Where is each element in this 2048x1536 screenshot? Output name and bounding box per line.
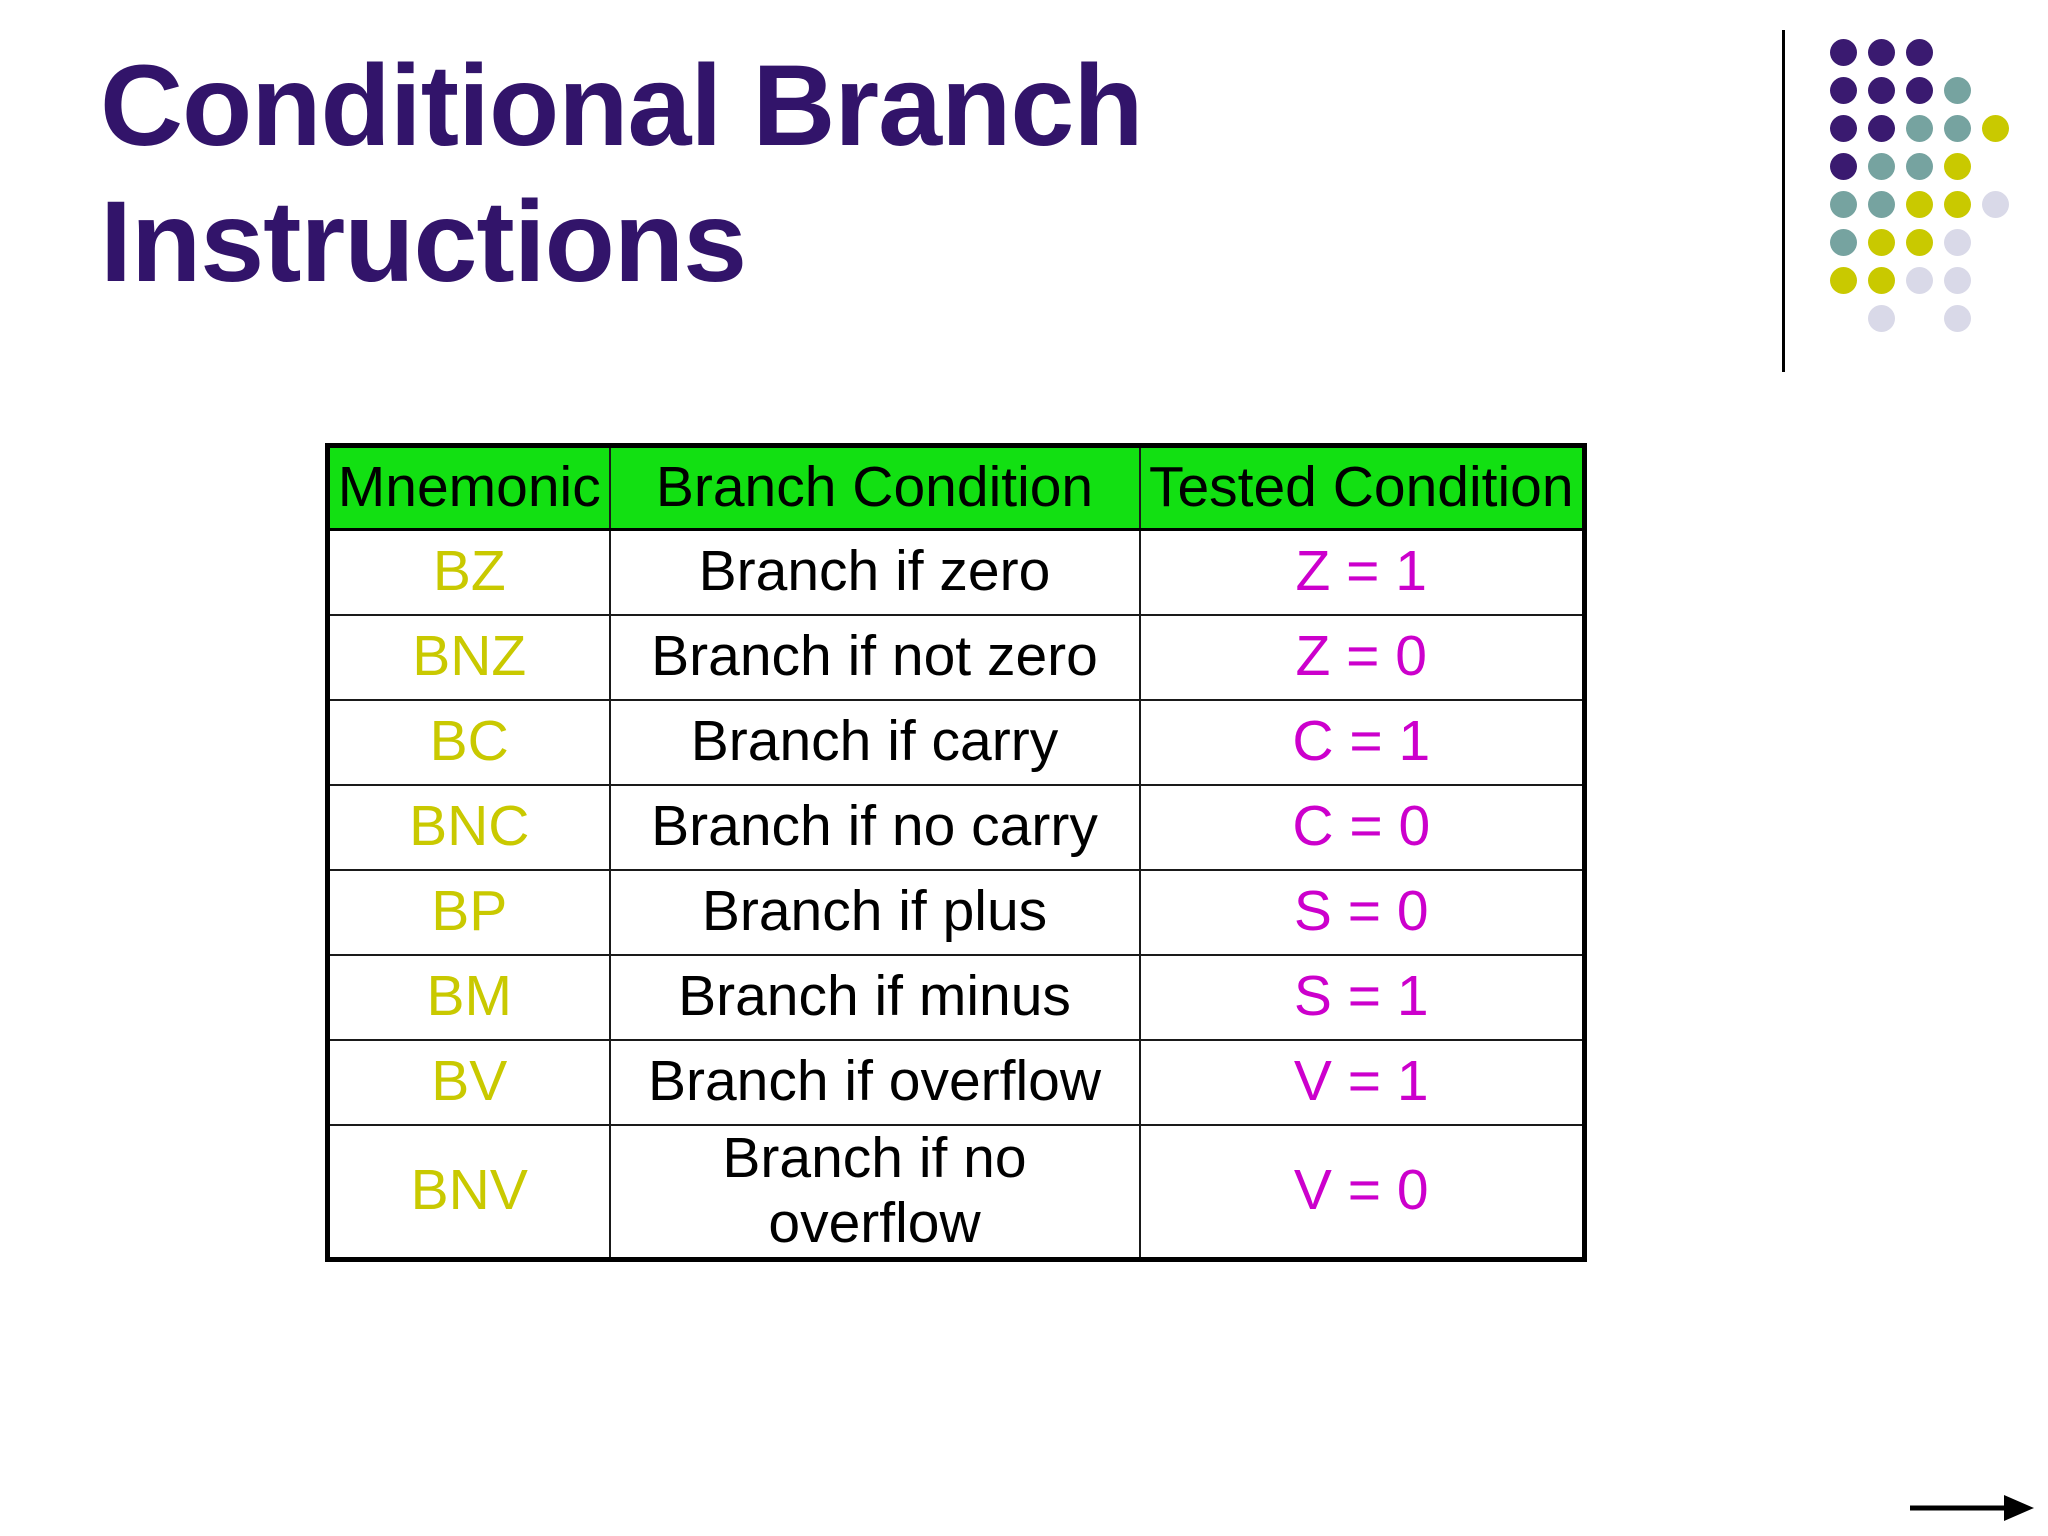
dot [1905,38,1933,66]
tested-cell: C = 1 [1138,698,1586,786]
dot [1981,114,2009,142]
page-title: Conditional Branch Instructions [100,42,1144,306]
dot [1867,228,1895,256]
mnemonic-cell: BC [326,698,611,786]
dot [1867,304,1895,332]
dot [1982,229,2009,256]
table-row: BZ Branch if zero Z = 1 [326,528,1586,616]
dot [1943,76,1971,104]
tested-cell: Z = 1 [1138,528,1586,616]
vertical-rule [1782,30,1785,372]
dot [1867,114,1895,142]
dot [1943,190,1971,218]
dot [1943,228,1971,256]
dot [1867,76,1895,104]
next-arrow-icon[interactable] [1910,1492,2034,1524]
mnemonic-cell: BNZ [326,613,611,701]
table-row: BNZ Branch if not zero Z = 0 [326,613,1586,701]
dot [1905,190,1933,218]
dot [1829,76,1857,104]
dot [1829,152,1857,180]
dot [1829,114,1857,142]
column-header-tested-condition: Tested Condition [1138,444,1586,531]
dot [1905,152,1933,180]
dot [1982,305,2009,332]
table-row: BC Branch if carry C = 1 [326,698,1586,786]
dot [1829,38,1857,66]
dot [1905,114,1933,142]
dot [1943,266,1971,294]
dot [1943,152,1971,180]
dots-decoration [1824,33,2014,337]
dot [1905,266,1933,294]
dot [1829,228,1857,256]
dot [1829,266,1857,294]
tested-cell: S = 0 [1138,868,1586,956]
mnemonic-cell: BZ [326,528,611,616]
dot [1982,153,2009,180]
dot [1867,190,1895,218]
dot [1829,190,1857,218]
condition-cell: Branch if minus [608,953,1141,1041]
dot [1982,39,2009,66]
dot [1943,114,1971,142]
table-row: BNC Branch if no carry C = 0 [326,783,1586,871]
mnemonic-cell: BNV [326,1123,611,1261]
column-header-branch-condition: Branch Condition [608,444,1141,531]
dot [1944,39,1971,66]
condition-cell: Branch if plus [608,868,1141,956]
dot [1906,305,1933,332]
dot [1867,152,1895,180]
condition-cell: Branch if not zero [608,613,1141,701]
dot [1982,267,2009,294]
table-header-row: Mnemonic Branch Condition Tested Conditi… [326,444,1586,531]
tested-cell: C = 0 [1138,783,1586,871]
table-row: BP Branch if plus S = 0 [326,868,1586,956]
dot [1943,304,1971,332]
tested-cell: S = 1 [1138,953,1586,1041]
condition-cell: Branch if carry [608,698,1141,786]
dot [1905,228,1933,256]
dot [1867,38,1895,66]
dot [1905,76,1933,104]
dot [1867,266,1895,294]
mnemonic-cell: BNC [326,783,611,871]
table-row: BM Branch if minus S = 1 [326,953,1586,1041]
dot [1830,305,1857,332]
table-row: BNV Branch if no overflow V = 0 [326,1123,1586,1261]
tested-cell: Z = 0 [1138,613,1586,701]
tested-cell: V = 0 [1138,1123,1586,1261]
mnemonic-cell: BV [326,1038,611,1126]
condition-cell: Branch if zero [608,528,1141,616]
condition-cell: Branch if overflow [608,1038,1141,1126]
dot [1982,77,2009,104]
column-header-mnemonic: Mnemonic [326,444,611,531]
mnemonic-cell: BP [326,868,611,956]
table-row: BV Branch if overflow V = 1 [326,1038,1586,1126]
branch-instructions-table: Mnemonic Branch Condition Tested Conditi… [325,443,1587,1262]
tested-cell: V = 1 [1138,1038,1586,1126]
mnemonic-cell: BM [326,953,611,1041]
condition-cell: Branch if no carry [608,783,1141,871]
dot [1981,190,2009,218]
condition-cell: Branch if no overflow [608,1123,1141,1261]
